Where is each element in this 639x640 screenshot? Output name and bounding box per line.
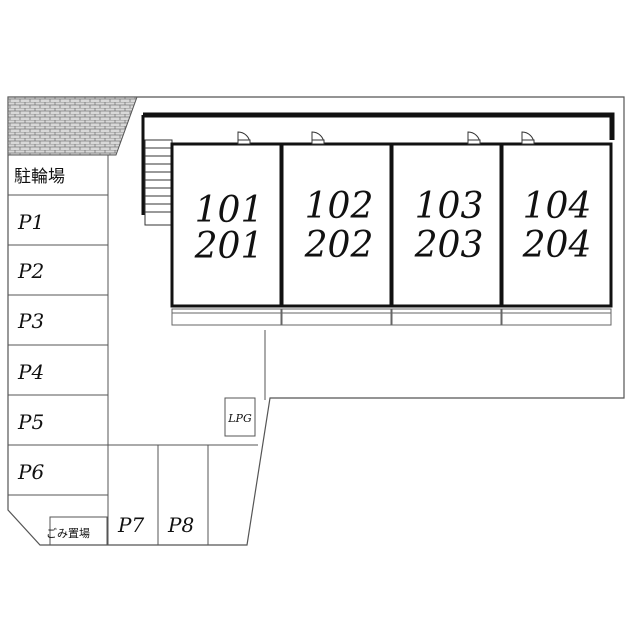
parking-label-p5: P5 — [17, 410, 44, 434]
door-swing-icon — [311, 131, 325, 145]
bottom-parking-row — [49, 444, 258, 546]
balconies — [171, 308, 612, 326]
unit-label-104: 104 — [523, 186, 592, 227]
unit-box-4 — [500, 142, 613, 308]
unit-label-201: 201 — [194, 226, 264, 267]
unit-label-101: 101 — [195, 190, 264, 231]
unit-label-103: 103 — [415, 186, 484, 227]
brick-wall-icon — [7, 96, 138, 156]
garbage-area-box — [49, 516, 108, 546]
parking-label-p6: P6 — [17, 460, 44, 484]
lpg-box — [224, 397, 256, 437]
parking-label-p8: P8 — [167, 513, 194, 537]
door-swing-icon — [467, 131, 481, 145]
parking-label-p3: P3 — [17, 309, 44, 333]
units — [170, 142, 613, 308]
parking-label-p1: P1 — [17, 210, 44, 234]
unit-label-204: 204 — [522, 225, 592, 266]
garbage-area-label: ごみ置場 — [46, 526, 90, 540]
parking-label-p7: P7 — [117, 513, 144, 537]
unit-label-202: 202 — [304, 225, 374, 266]
door-swing-icon — [237, 131, 251, 145]
parking-label-p4: P4 — [17, 360, 44, 384]
bicycle-parking-label: 駐輪場 — [14, 167, 65, 187]
lpg-label: LPG — [227, 412, 252, 425]
unit-label-203: 203 — [414, 225, 484, 266]
door-swing-icon — [521, 131, 535, 145]
parking-label-p2: P2 — [17, 259, 44, 283]
left-parking-column — [7, 154, 109, 545]
unit-label-102: 102 — [305, 186, 374, 227]
staircase-icon — [144, 139, 173, 226]
site-boundary — [7, 96, 625, 546]
